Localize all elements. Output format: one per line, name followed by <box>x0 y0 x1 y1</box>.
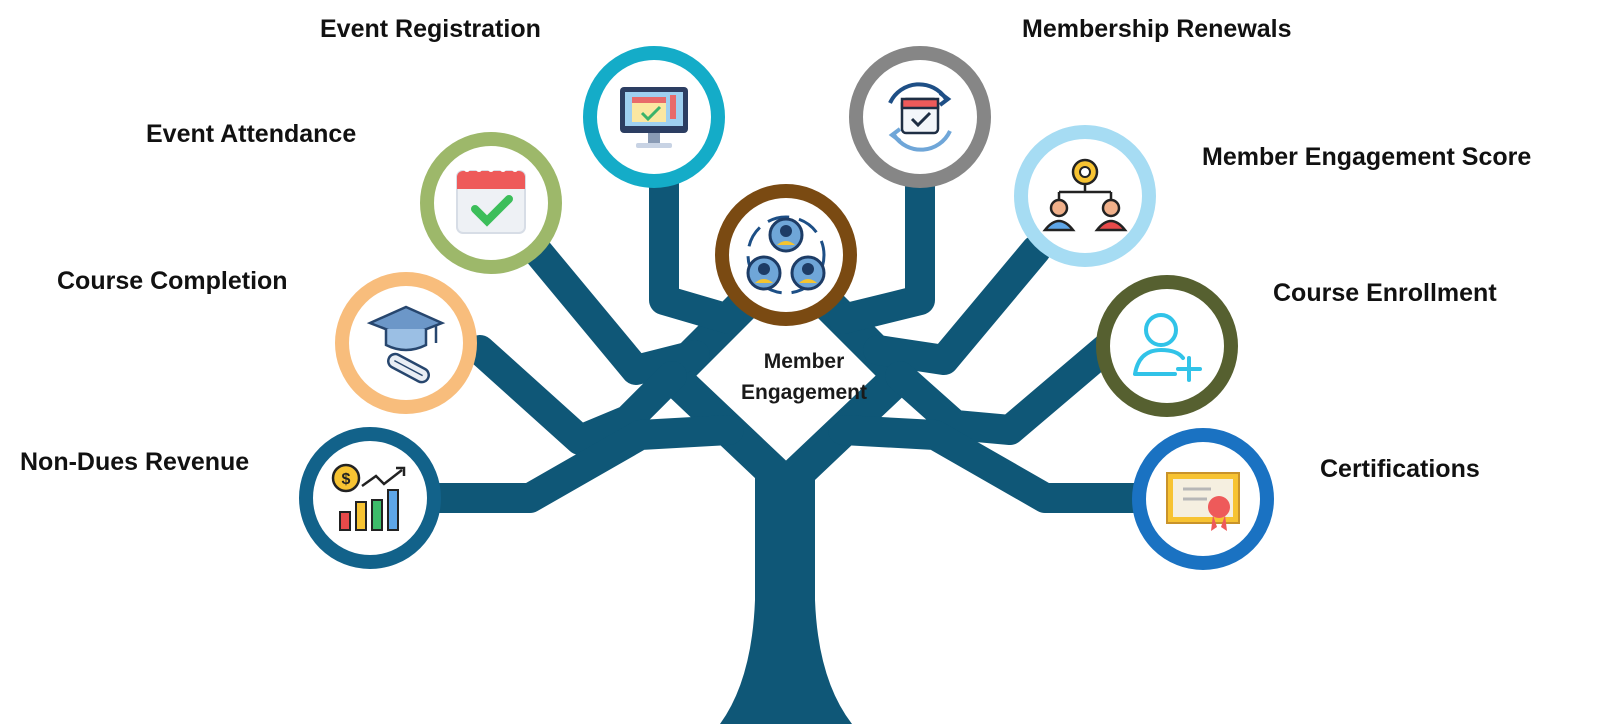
center-title: Member Engagement <box>704 346 904 408</box>
people-gear-icon <box>1042 158 1128 232</box>
label-event-attendance: Event Attendance <box>146 120 357 148</box>
svg-text:$: $ <box>342 471 351 488</box>
node-membership-renewals <box>849 46 991 188</box>
node-member-engagement-score <box>1014 125 1156 267</box>
center-diamond <box>700 290 872 458</box>
add-user-icon <box>1133 313 1202 382</box>
label-certifications: Certifications <box>1320 455 1480 483</box>
tree-trunk <box>720 470 852 724</box>
tree-branches <box>425 165 1155 513</box>
graduation-cap-diploma-icon <box>366 305 446 384</box>
center-title-line1: Member <box>763 350 845 373</box>
revenue-growth-chart-icon: $ <box>331 463 406 531</box>
computer-calendar-icon <box>620 87 688 148</box>
node-course-enrollment <box>1096 275 1238 417</box>
label-membership-renewals: Membership Renewals <box>1022 15 1292 43</box>
renewal-calendar-icon <box>888 82 952 152</box>
label-course-enrollment: Course Enrollment <box>1273 279 1497 307</box>
center-node <box>715 184 857 326</box>
people-network-icon <box>746 215 826 295</box>
node-event-attendance <box>420 132 562 274</box>
center-title-line2: Engagement <box>740 381 868 404</box>
calendar-check-icon <box>456 166 526 234</box>
node-non-dues-revenue: $ <box>299 427 441 569</box>
node-event-registration <box>583 46 725 188</box>
node-course-completion <box>335 272 477 414</box>
label-non-dues-revenue: Non-Dues Revenue <box>20 448 250 476</box>
label-member-engagement-score: Member Engagement Score <box>1202 143 1532 171</box>
certificate-icon <box>1166 472 1240 531</box>
node-certifications <box>1132 428 1274 570</box>
label-event-registration: Event Registration <box>320 15 541 43</box>
label-course-completion: Course Completion <box>57 267 288 295</box>
